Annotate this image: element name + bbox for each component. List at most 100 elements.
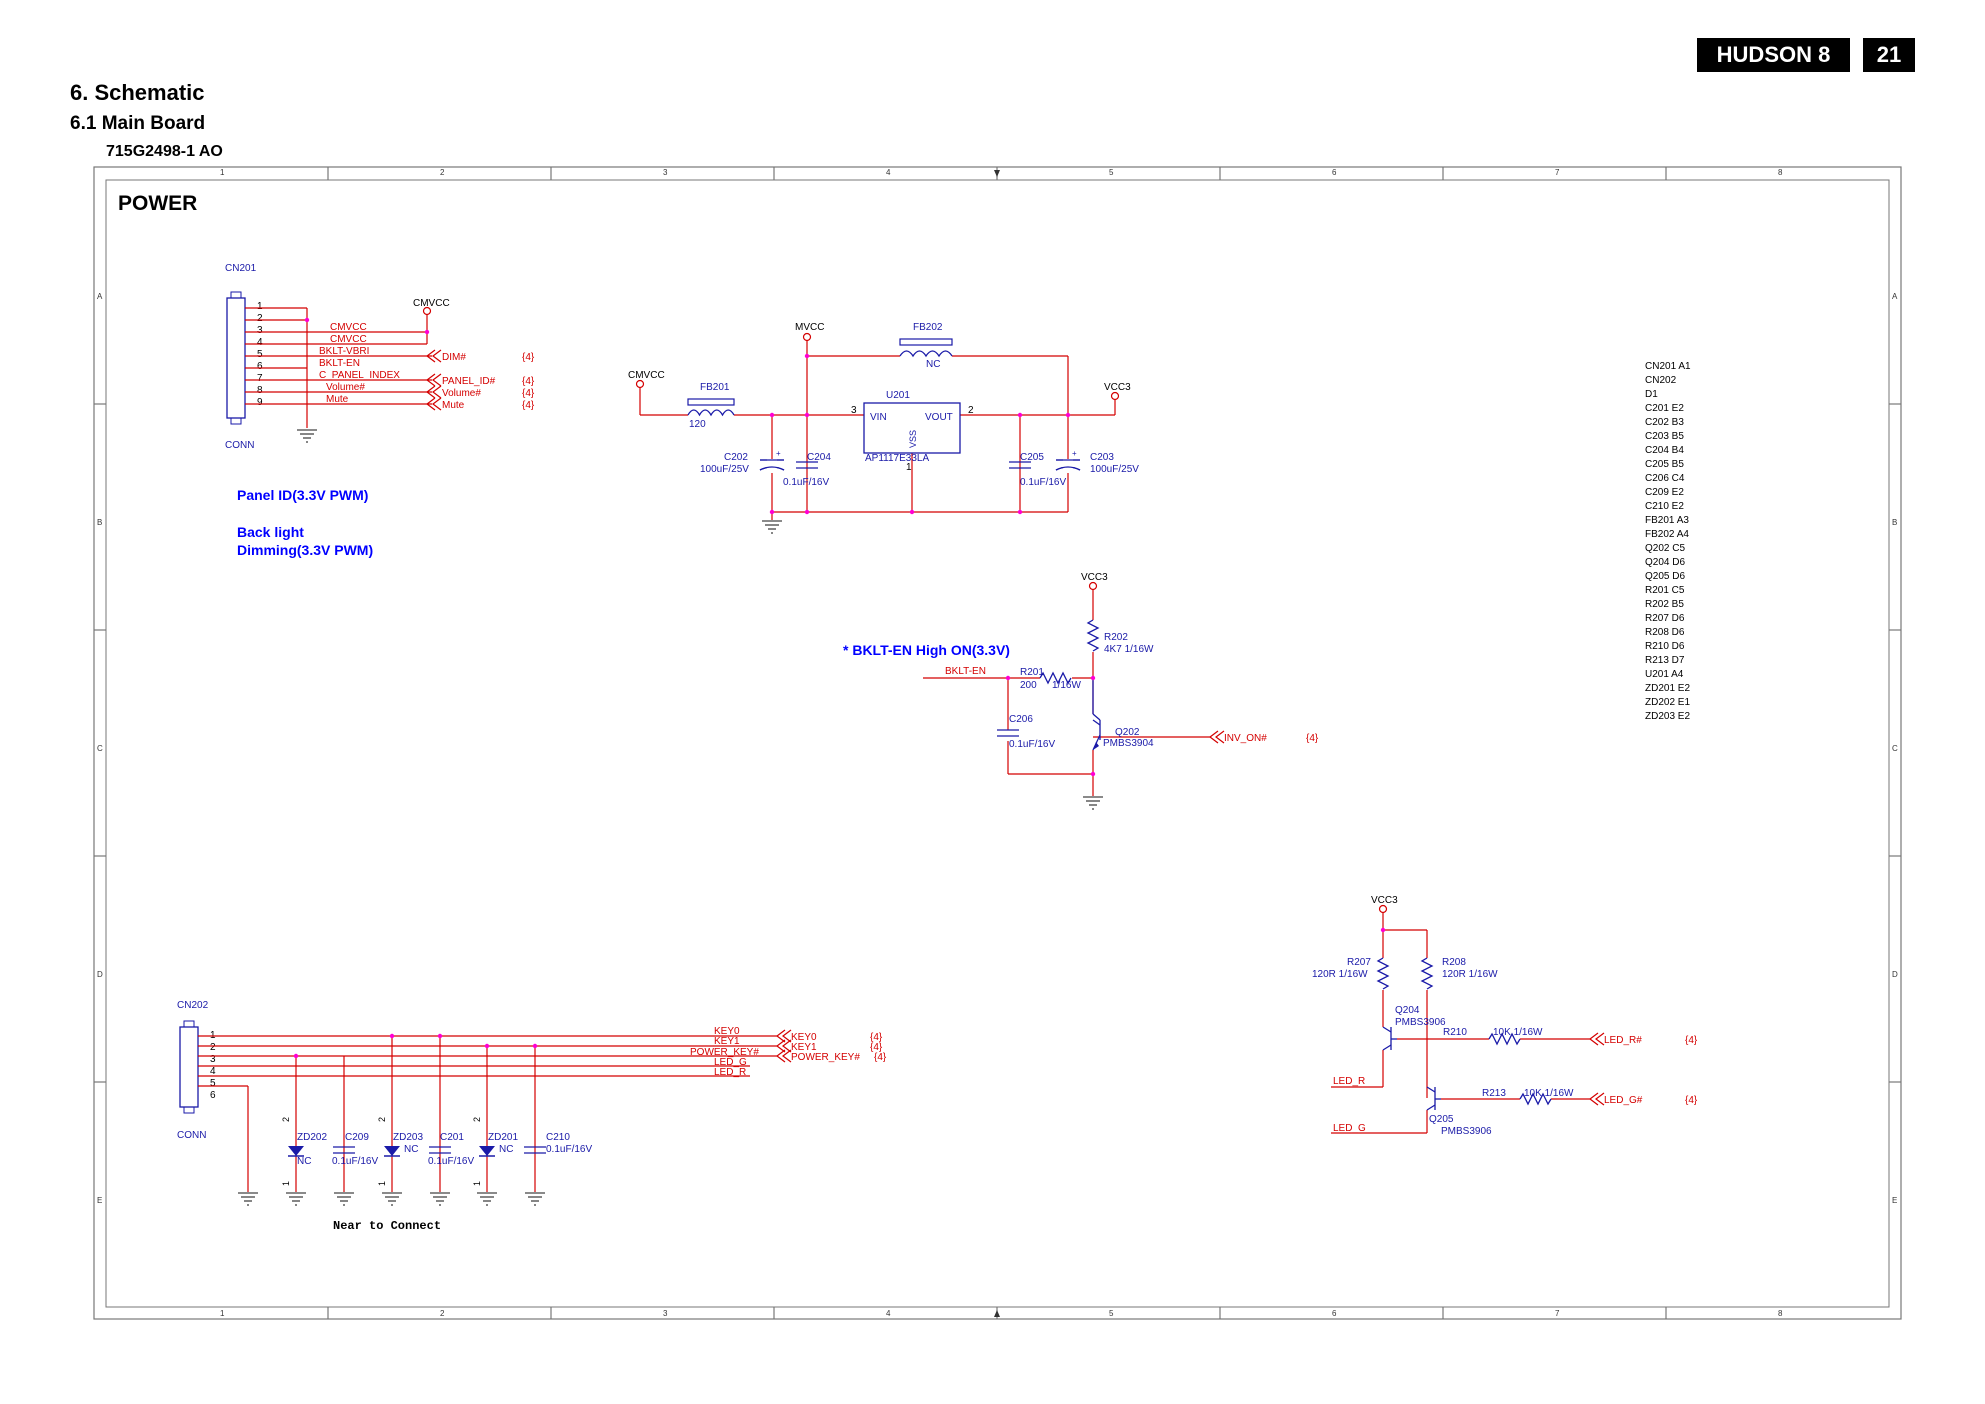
column-labels: 1 2 3 4 5 6 7 8 1 2 3 4 5 6 7 8 bbox=[220, 168, 1783, 1318]
zener-zd201 bbox=[479, 1146, 495, 1157]
schematic-label: 2 bbox=[472, 1117, 482, 1122]
schematic-label: KEY1 bbox=[714, 1036, 740, 1047]
col-label: 5 bbox=[1109, 1309, 1114, 1318]
model-badge: HUDSON 8 bbox=[1697, 38, 1850, 72]
schematic-label: VCC3 bbox=[1371, 895, 1398, 906]
schematic-label: C206 bbox=[1009, 714, 1033, 725]
schematic-label: CMVCC bbox=[413, 298, 450, 309]
index-item: ZD202 E1 bbox=[1645, 697, 1690, 708]
sheet-title: POWER bbox=[118, 192, 197, 215]
schematic-label: 2 bbox=[210, 1042, 216, 1053]
schematic-label: 9 bbox=[257, 397, 263, 408]
schematic-label: C bbox=[97, 744, 103, 753]
schematic-label: KEY1 bbox=[791, 1042, 817, 1053]
near-connect-note: Near to Connect bbox=[333, 1219, 441, 1233]
schematic-label: 8 bbox=[257, 385, 263, 396]
schematic-label: B bbox=[97, 518, 102, 527]
page-number-badge: 21 bbox=[1863, 38, 1915, 72]
schematic-label: CN202 bbox=[177, 1000, 209, 1011]
schematic-label: CONN bbox=[225, 440, 254, 451]
index-item: ZD201 E2 bbox=[1645, 683, 1690, 694]
schematic-label: VCC3 bbox=[1081, 572, 1108, 583]
schematic-label: DIM# bbox=[442, 352, 466, 363]
schematic-label: LED_R bbox=[1333, 1076, 1365, 1087]
schematic-label: + bbox=[1072, 449, 1077, 458]
schematic-label: 1 bbox=[281, 1181, 291, 1186]
col-label: 8 bbox=[1778, 168, 1783, 177]
schematic-label: LED_R# bbox=[1604, 1035, 1642, 1046]
inverter-circuit: VCC3 R202 4K7 1/16W BKLT-EN R201 200 1/1… bbox=[923, 572, 1319, 810]
section-title: 6. Schematic bbox=[70, 80, 205, 105]
index-item: R207 D6 bbox=[1645, 613, 1685, 624]
schematic-label: 120R 1/16W bbox=[1442, 969, 1498, 980]
schematic-label: 1 bbox=[906, 462, 912, 473]
schematic-label: C201 bbox=[440, 1132, 464, 1143]
schematic-label: PMBS3906 bbox=[1395, 1017, 1446, 1028]
schematic-label: LED_R bbox=[714, 1067, 746, 1078]
schematic-label: E bbox=[1892, 1196, 1897, 1205]
schematic-label: C205 bbox=[1020, 452, 1044, 463]
schematic-label: VSS bbox=[908, 430, 918, 448]
schematic-label: Q204 bbox=[1395, 1005, 1420, 1016]
index-item: D1 bbox=[1645, 389, 1658, 400]
schematic-label: CONN bbox=[177, 1130, 206, 1141]
schematic-label: 3 bbox=[851, 405, 857, 416]
schematic-label: KEY0 bbox=[714, 1026, 740, 1037]
schematic-label: + bbox=[776, 449, 781, 458]
schematic-label: FB201 bbox=[700, 382, 730, 393]
index-item: C204 B4 bbox=[1645, 445, 1684, 456]
schematic-label: 3 bbox=[210, 1054, 216, 1065]
schematic-label: ZD203 bbox=[393, 1132, 423, 1143]
schematic-label: 2 bbox=[281, 1117, 291, 1122]
index-item: FB201 A3 bbox=[1645, 515, 1689, 526]
schematic-label: C_PANEL_INDEX bbox=[319, 370, 400, 381]
col-label: 5 bbox=[1109, 168, 1114, 177]
schematic-label: INV_ON# bbox=[1224, 733, 1267, 744]
schematic-label: {4} bbox=[1685, 1035, 1698, 1046]
schematic-label: CMVCC bbox=[330, 334, 367, 345]
schematic-label: CMVCC bbox=[330, 322, 367, 333]
schematic-label: 5 bbox=[257, 349, 263, 360]
schematic-label: 1 bbox=[377, 1181, 387, 1186]
schematic-label: A bbox=[97, 292, 103, 301]
col-label: 2 bbox=[440, 1309, 445, 1318]
schematic-label: 2 bbox=[377, 1117, 387, 1122]
index-item: CN201 A1 bbox=[1645, 361, 1691, 372]
index-item: C203 B5 bbox=[1645, 431, 1684, 442]
subsection-title: 6.1 Main Board bbox=[70, 113, 206, 134]
schematic-label: 10K 1/16W bbox=[1524, 1088, 1574, 1099]
schematic-label: 6 bbox=[257, 361, 263, 372]
schematic-label: NC bbox=[926, 359, 940, 370]
col-label: 8 bbox=[1778, 1309, 1783, 1318]
index-item: Q205 D6 bbox=[1645, 571, 1685, 582]
schematic-label: U201 bbox=[886, 390, 910, 401]
schematic-label: 1/16W bbox=[1052, 680, 1081, 691]
schematic-label: {4} bbox=[522, 376, 535, 387]
index-item: Q202 C5 bbox=[1645, 543, 1685, 554]
schematic-label: MVCC bbox=[795, 322, 824, 333]
regulator-circuit: CMVCC MVCC VCC3 FB201 120 FB202 NC U201 … bbox=[628, 322, 1139, 534]
backlight-note: Back light bbox=[237, 524, 304, 540]
cn202-connector: CN202 CONN 12 34 56 bbox=[177, 1000, 887, 1233]
index-item: C206 C4 bbox=[1645, 473, 1685, 484]
schematic-label: BKLT-EN bbox=[945, 666, 986, 677]
schematic-label: BKLT-VBRI bbox=[319, 346, 369, 357]
schematic-label: AP1117E33LA bbox=[865, 453, 929, 464]
dimming-note: Dimming(3.3V PWM) bbox=[237, 542, 373, 558]
schematic-label: {4} bbox=[522, 400, 535, 411]
index-item: R201 C5 bbox=[1645, 585, 1685, 596]
schematic-label: {4} bbox=[874, 1052, 887, 1063]
schematic-label: {4} bbox=[870, 1032, 883, 1043]
schematic-label: 10K 1/16W bbox=[1493, 1027, 1543, 1038]
schematic-label: {4} bbox=[522, 352, 535, 363]
schematic-label: R210 bbox=[1443, 1027, 1467, 1038]
schematic-label: R207 bbox=[1347, 957, 1371, 968]
schematic-label: VOUT bbox=[925, 412, 953, 423]
panel-id-note: Panel ID(3.3V PWM) bbox=[237, 487, 368, 503]
parts-index: CN201 A1 CN202 D1 C201 E2 C202 B3 C203 B… bbox=[1645, 361, 1691, 722]
zener-zd203 bbox=[384, 1146, 400, 1157]
caps-cn202 bbox=[333, 1146, 546, 1154]
index-item: C210 E2 bbox=[1645, 501, 1684, 512]
zener-zd202 bbox=[288, 1146, 304, 1157]
schematic-label: R213 bbox=[1482, 1088, 1506, 1099]
